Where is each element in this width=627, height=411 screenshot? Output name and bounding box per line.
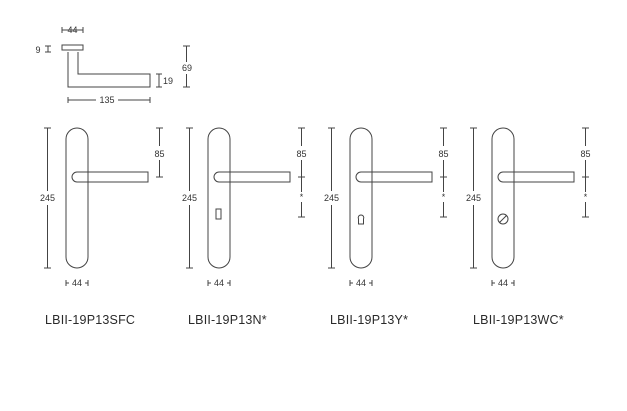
top-view-labels: 44 9 69 19 135	[35, 25, 192, 105]
top-grip-label: 19	[163, 76, 173, 86]
backplate	[491, 127, 515, 269]
marker-label: *	[584, 192, 588, 202]
width-label: 44	[498, 278, 508, 288]
model-label-y: LBII-19P13Y*	[330, 313, 409, 327]
model-label-sfc: LBII-19P13SFC	[45, 313, 136, 327]
backplate	[65, 127, 89, 269]
offset-label: 85	[154, 149, 164, 159]
wc-turn-slot	[499, 215, 507, 223]
lever	[497, 171, 575, 183]
lever	[213, 171, 291, 183]
top-length-label: 135	[99, 95, 114, 105]
top-view	[45, 27, 190, 103]
marker-label: *	[442, 192, 446, 202]
height-label: 245	[466, 193, 481, 203]
offset-label: 85	[296, 149, 306, 159]
wc-turn	[497, 213, 509, 225]
lever	[355, 171, 433, 183]
variant-views: 245 85 44 245 85 * 44 245 85 * 44 245 85 * 44	[40, 127, 591, 288]
height-label: 245	[182, 193, 197, 203]
variant-1: 245 85 * 44	[182, 127, 307, 288]
variant-2: 245 85 * 44	[324, 127, 449, 288]
width-label: 44	[72, 278, 82, 288]
model-label-wc: LBII-19P13WC*	[473, 313, 564, 327]
top-width-label: 44	[67, 25, 77, 35]
model-label-n: LBII-19P13N*	[188, 313, 267, 327]
top-thickness-label: 9	[35, 45, 40, 55]
offset-label: 85	[438, 149, 448, 159]
variant-0: 245 85 44	[40, 127, 165, 288]
cylinder-hole	[357, 214, 365, 225]
height-label: 245	[324, 193, 339, 203]
height-label: 245	[40, 193, 55, 203]
top-height-label: 69	[182, 63, 192, 73]
width-label: 44	[214, 278, 224, 288]
lever	[71, 171, 149, 183]
offset-label: 85	[580, 149, 590, 159]
key-slot	[215, 208, 222, 220]
backplate	[207, 127, 231, 269]
marker-label: *	[300, 192, 304, 202]
variant-3: 245 85 * 44	[466, 127, 591, 288]
backplate	[349, 127, 373, 269]
width-label: 44	[356, 278, 366, 288]
